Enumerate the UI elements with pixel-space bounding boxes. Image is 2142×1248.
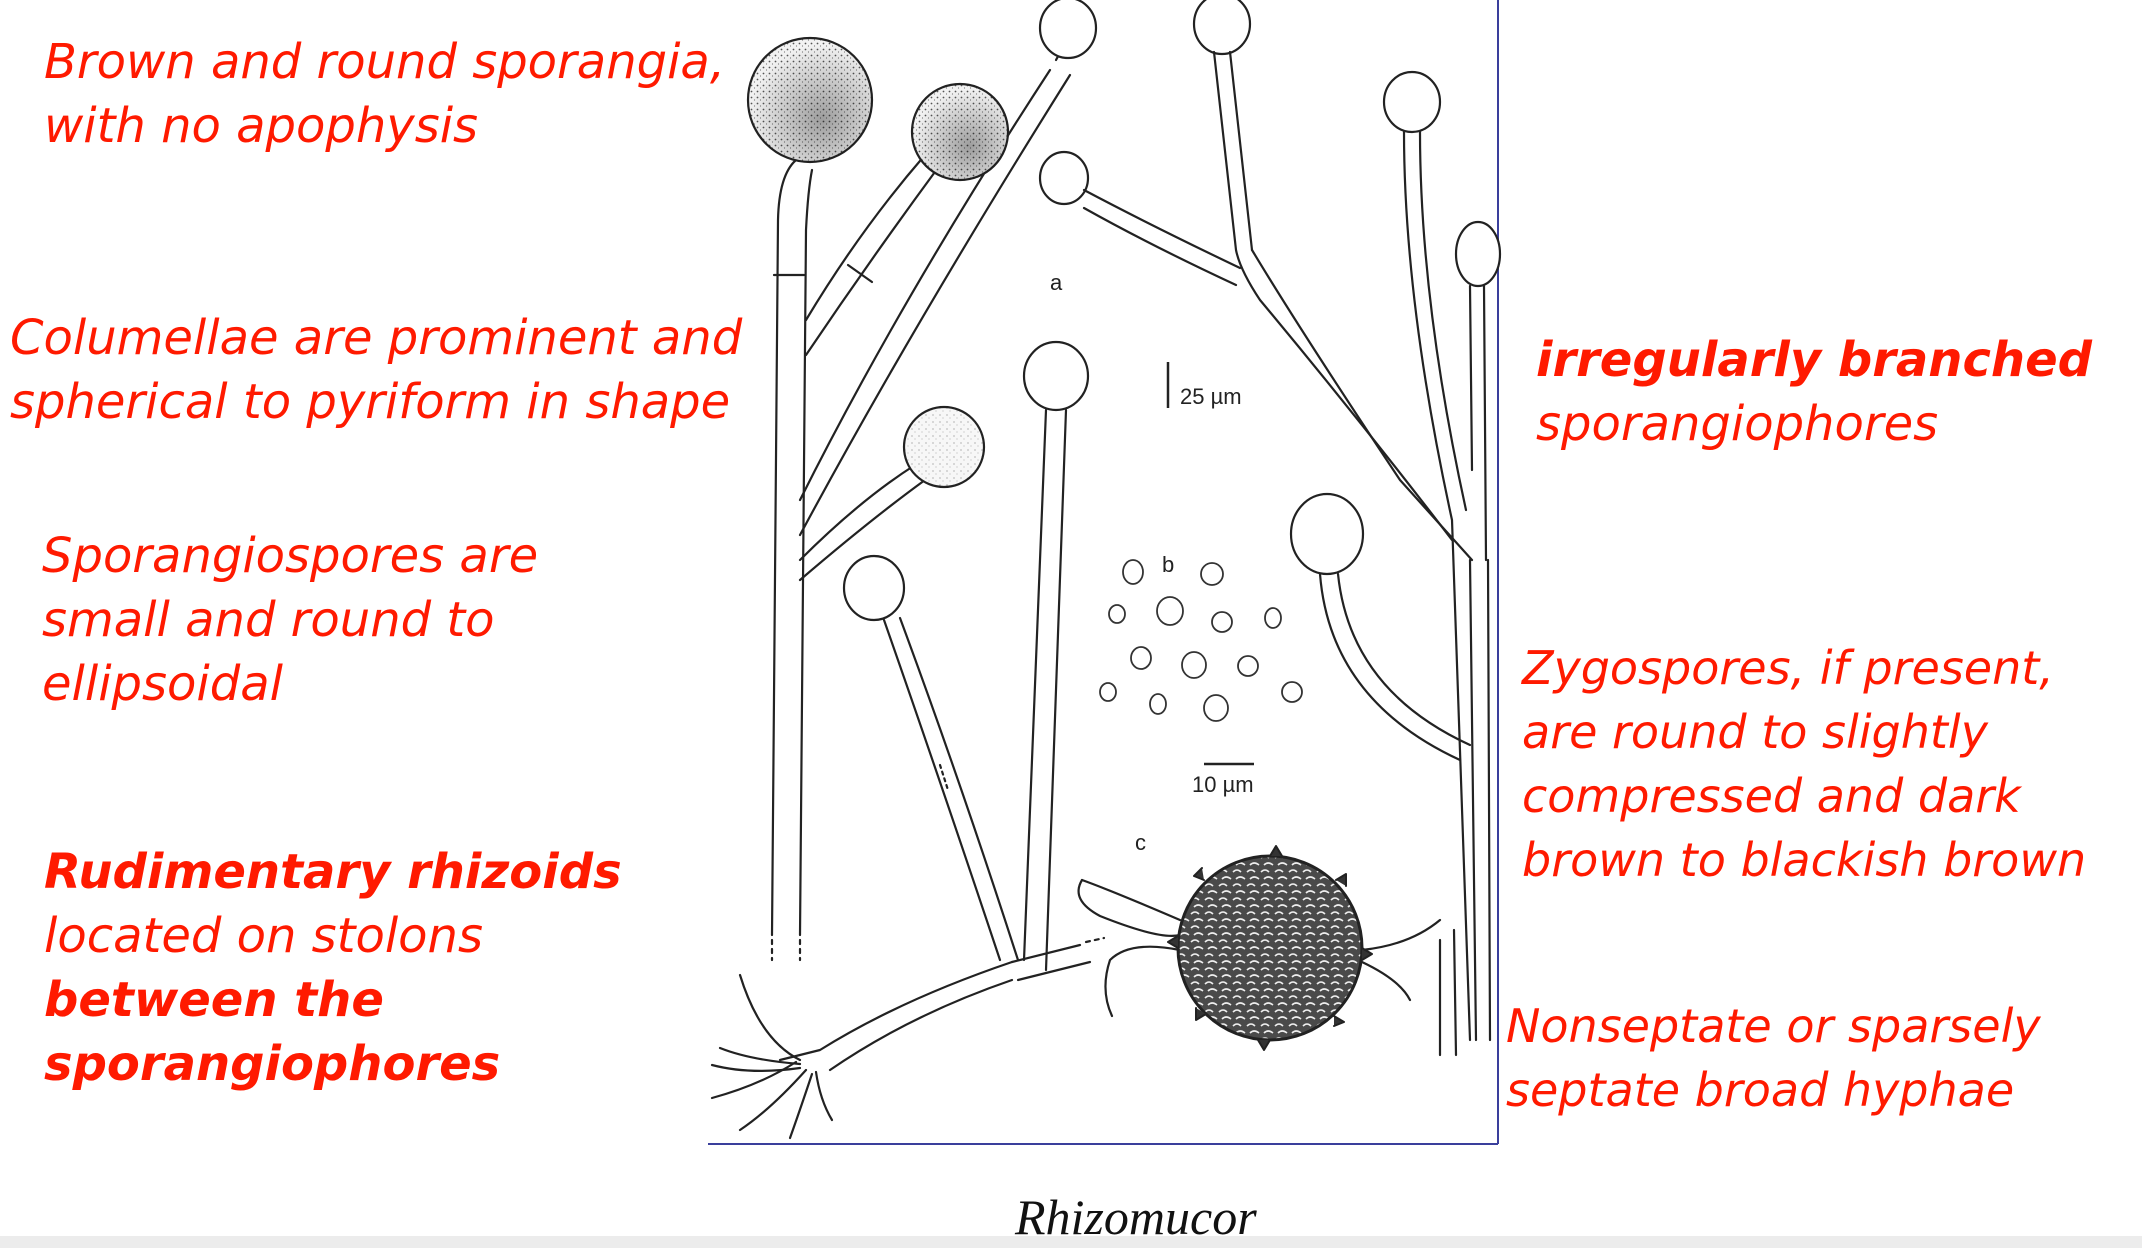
annotation-line: with no apophysis [44, 98, 479, 154]
annotation-columellae: Columellae are prominent and spherical t… [10, 306, 742, 434]
right-sporangiophore-system [1038, 0, 1502, 1042]
lower-sporangiophore [842, 554, 1020, 962]
annotation-sporangia: Brown and round sporangia, with no apoph… [44, 30, 725, 158]
annotation-line: Sporangiospores are [42, 528, 539, 584]
left-sporangiophore [770, 68, 1072, 962]
annotation-line: brown to blackish brown [1522, 833, 2087, 887]
annotation-line: sporangiophores [1536, 396, 1939, 452]
figure-label-c: c [1135, 830, 1146, 855]
figure-caption: Rhizomucor [1015, 1189, 1257, 1245]
sporangium-small [902, 405, 986, 489]
sporangiospores [1099, 559, 1303, 722]
annotation-rhizoids: Rudimentary rhizoids located on stolons … [44, 840, 622, 1096]
annotation-line: Nonseptate or sparsely [1506, 999, 2041, 1053]
annotation-zygospores: Zygospores, if present, are round to sli… [1522, 636, 2086, 892]
scale-label-25um: 25 µm [1180, 384, 1242, 409]
scale-label-10um: 10 µm [1192, 772, 1254, 797]
zygospore [1077, 878, 1458, 1057]
bottom-strip [0, 1236, 2142, 1248]
annotation-line: small and round to [42, 592, 495, 648]
annotation-sporangiospores: Sporangiospores are small and round to e… [42, 524, 538, 716]
middle-sporangiophore [1022, 340, 1090, 972]
stolon-with-rhizoids [710, 936, 1106, 1140]
figure-label-b: b [1162, 552, 1174, 577]
annotation-branched: irregularly branched sporangiophores [1536, 328, 2092, 456]
annotation-bold-line: Rudimentary rhizoids [44, 844, 622, 900]
annotation-line: Columellae are prominent and [10, 310, 743, 366]
annotation-bold-line: sporangiophores [44, 1036, 501, 1092]
annotation-bold-line: irregularly branched [1536, 332, 2092, 388]
figure-label-a: a [1050, 270, 1063, 295]
annotation-hyphae: Nonseptate or sparsely septate broad hyp… [1506, 994, 2041, 1122]
annotation-line: Zygospores, if present, [1522, 641, 2054, 695]
annotation-bold-line: between the [44, 972, 384, 1028]
annotation-line: ellipsoidal [42, 656, 283, 712]
right-middle-sporangiophore [1289, 492, 1472, 762]
annotation-line: compressed and dark [1522, 769, 2021, 823]
columella-top-left [1038, 0, 1098, 62]
annotation-line: septate broad hyphae [1506, 1063, 2015, 1117]
annotation-line: Brown and round sporangia, [44, 34, 726, 90]
annotation-line: located on stolons [44, 908, 483, 964]
annotation-line: spherical to pyriform in shape [10, 374, 731, 430]
annotation-line: are round to slightly [1522, 705, 1988, 759]
